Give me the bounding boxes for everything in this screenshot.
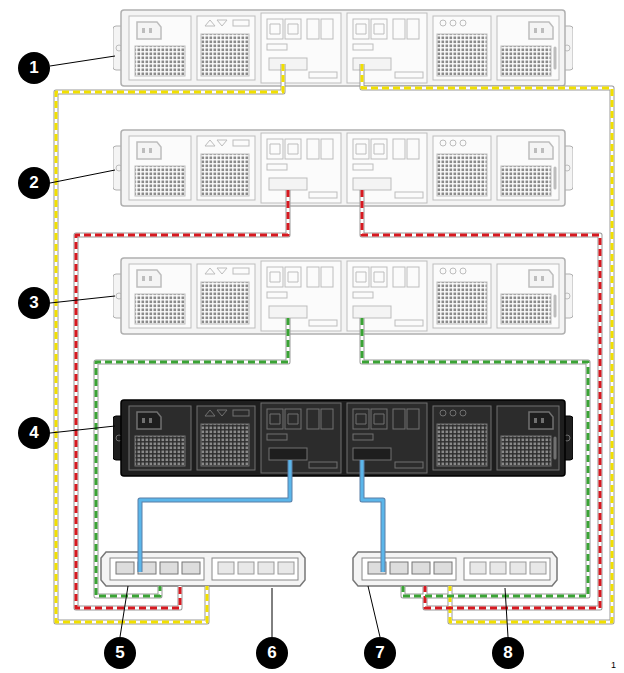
disk-shelf	[113, 258, 573, 334]
disk-shelf	[113, 130, 573, 206]
callout-number: 7	[364, 637, 396, 669]
switch-module	[101, 552, 305, 586]
callout-circles	[18, 52, 524, 669]
callout-number: 4	[18, 417, 50, 449]
disk-shelf	[113, 10, 573, 86]
callout-number: 5	[104, 637, 136, 669]
callout-number: 8	[492, 637, 524, 669]
callout-number: 1	[18, 52, 50, 84]
callout-number: 2	[18, 167, 50, 199]
callout-number: 6	[256, 637, 288, 669]
leader-lines	[50, 56, 508, 637]
callout-number: 3	[18, 287, 50, 319]
cables	[56, 64, 612, 622]
disk-shelf	[113, 400, 573, 476]
figure-number: 1	[611, 660, 616, 670]
